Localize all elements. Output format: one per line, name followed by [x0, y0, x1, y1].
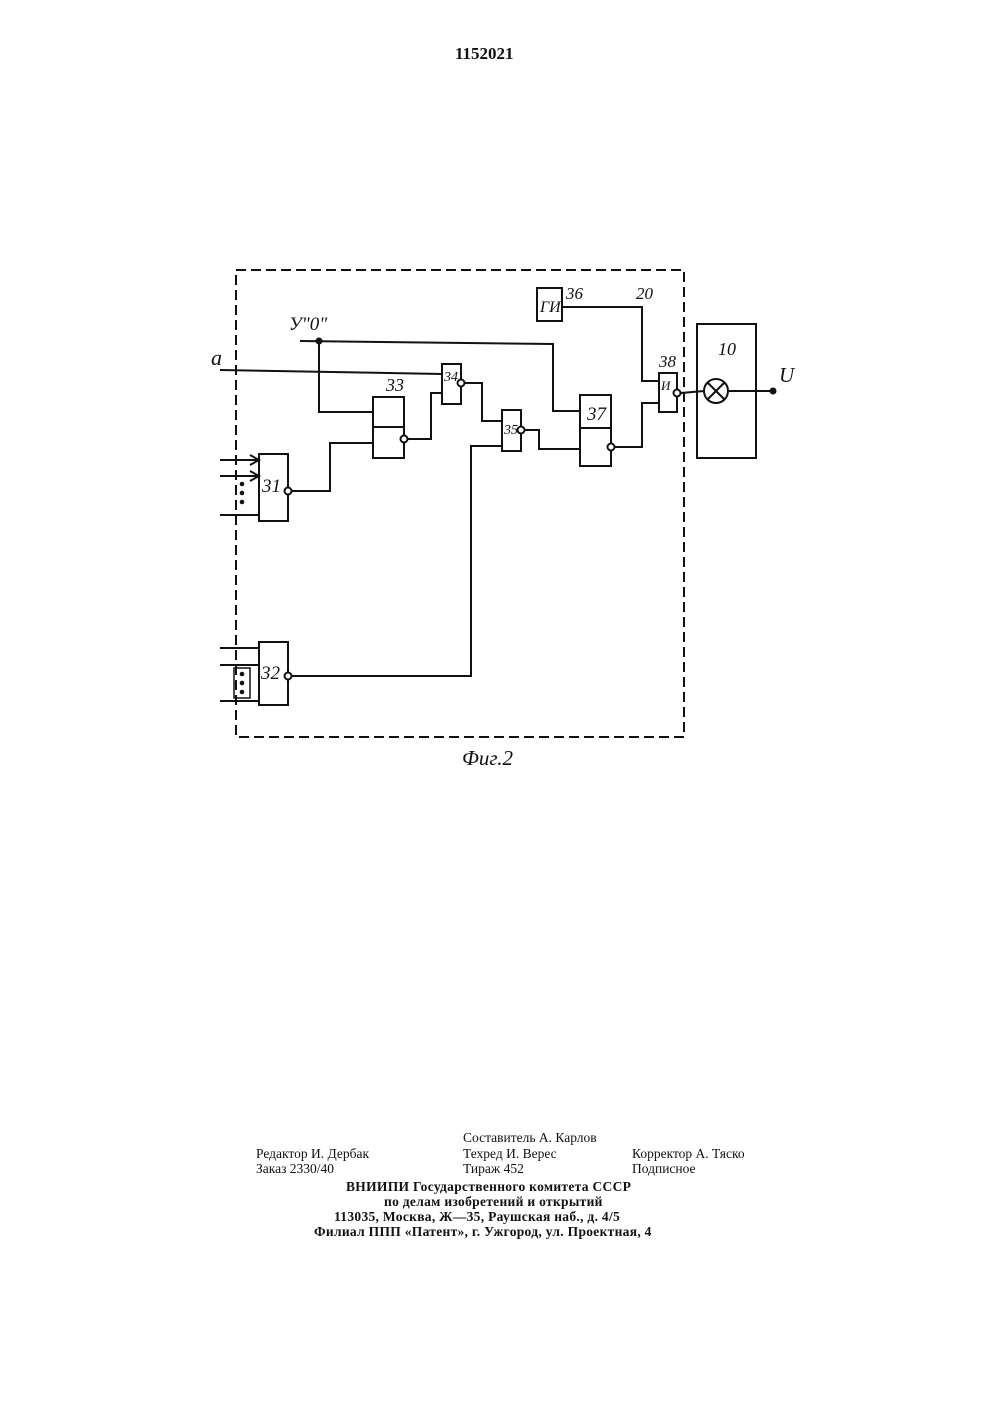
- label-input-zero: У"0": [289, 314, 328, 335]
- wire-zero-to-33: [319, 341, 373, 412]
- imprint-subscription: Подписное: [632, 1161, 696, 1176]
- block-32-inverter: [285, 673, 292, 680]
- label-37: 37: [586, 404, 608, 425]
- wire-zero-to-37: [300, 341, 580, 411]
- imprint-address2: Филиал ППП «Патент», г. Ужгород, ул. Про…: [314, 1224, 652, 1239]
- label-31: 31: [261, 476, 281, 497]
- block-38-inverter: [674, 390, 681, 397]
- block-37-inverter: [608, 444, 615, 451]
- imprint-editor: Редактор И. Дербак: [256, 1146, 369, 1161]
- label-generator: ГИ: [539, 299, 562, 316]
- imprint-address1: 113035, Москва, Ж—35, Раушская наб., д. …: [334, 1209, 620, 1224]
- circuit-diagram: a У"0" U 31 32 33 34 35 36 37 38 10 20 Г…: [0, 0, 1000, 800]
- wire-36-to-38: [562, 307, 659, 381]
- wire-35-to-37: [525, 430, 580, 449]
- label-35: 35: [503, 423, 518, 438]
- block-31-inverter: [285, 488, 292, 495]
- block-34-inverter: [458, 380, 465, 387]
- imprint-circulation: Тираж 452: [463, 1161, 524, 1176]
- label-32: 32: [260, 663, 281, 684]
- imprint-compiler: Составитель А. Карлов: [463, 1130, 597, 1145]
- imprint-techred: Техред И. Верес: [463, 1146, 557, 1161]
- label-20: 20: [636, 284, 654, 303]
- imprint-org-line1: ВНИИПИ Государственного комитета СССР: [346, 1179, 631, 1194]
- imprint-order: Заказ 2330/40: [256, 1161, 334, 1176]
- label-36: 36: [565, 284, 584, 303]
- block-35-inverter: [518, 427, 525, 434]
- output-terminal: [770, 388, 777, 395]
- wire-31-to-33: [292, 443, 373, 491]
- junction-dot: [316, 338, 323, 345]
- figure-caption: Фиг.2: [462, 746, 513, 771]
- label-34: 34: [443, 370, 458, 385]
- block-33-inverter: [401, 436, 408, 443]
- wire-34-to-35: [465, 383, 502, 421]
- wire-33-to-34: [408, 393, 442, 439]
- wire-37-to-38: [615, 403, 659, 447]
- label-output-u: U: [779, 363, 796, 387]
- wire-a-to-34: [220, 370, 442, 374]
- imprint-org-line2: по делам изобретений и открытий: [384, 1194, 603, 1209]
- label-and-symbol: И: [660, 378, 671, 393]
- label-10: 10: [718, 339, 736, 359]
- label-38: 38: [658, 352, 677, 371]
- label-33: 33: [385, 375, 404, 395]
- label-input-a: a: [211, 345, 222, 370]
- wire-32-to-35: [292, 446, 502, 676]
- wire-38-to-lamp: [681, 391, 704, 393]
- imprint-corrector: Корректор А. Тяско: [632, 1146, 745, 1161]
